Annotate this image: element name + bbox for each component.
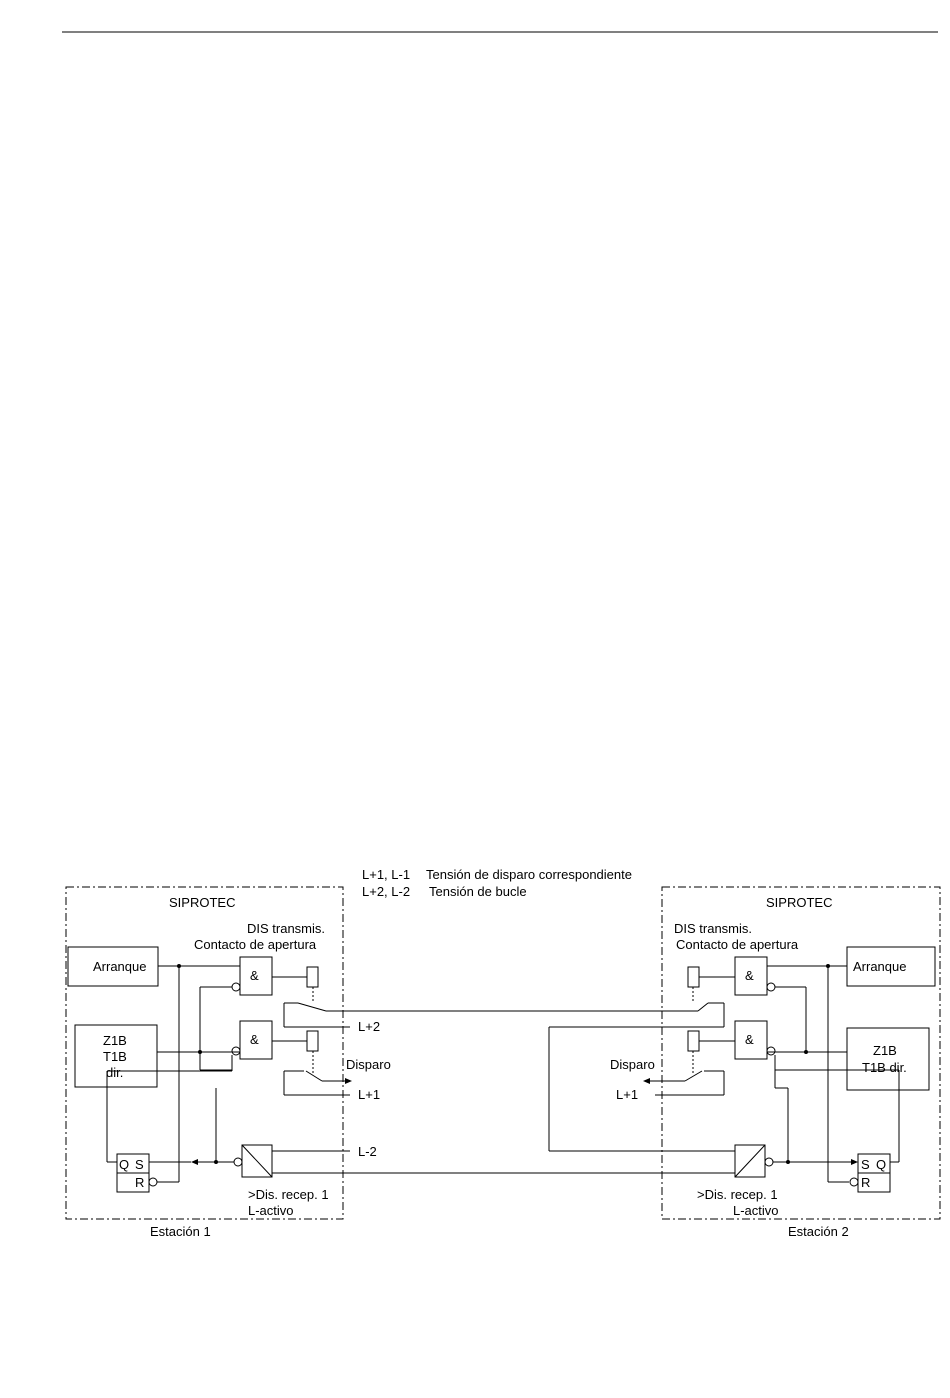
station-1-ff-r-inverter: [148, 1177, 158, 1187]
station-1-and-label-1: &: [250, 968, 259, 983]
station-2-l-plus-1: L+1: [616, 1087, 638, 1102]
station-1-zone-line-2: T1B: [103, 1049, 127, 1064]
station-1-active-label: L-activo: [248, 1203, 294, 1218]
station-1: SIPROTEC DIS transmis. Contacto de apert…: [65, 886, 391, 1239]
station-2-inverter-1: [766, 982, 776, 992]
station-1-device: SIPROTEC: [169, 895, 235, 910]
station-1-zone-line-1: Z1B: [103, 1033, 127, 1048]
station-1-pickup-box: [67, 946, 159, 987]
station-2-and-gate-2: [734, 1020, 768, 1060]
legend-text-1: Tensión de disparo correspondiente: [426, 867, 632, 882]
station-2-zone-line-1: Z1B: [873, 1043, 897, 1058]
station-1-inverter-2: [231, 1046, 241, 1056]
station-2-device: SIPROTEC: [766, 895, 832, 910]
station-2-relay-coil-1: [687, 966, 700, 988]
station-1-boundary: [65, 886, 344, 1220]
station-1-dis-transmit: DIS transmis.: [247, 921, 325, 936]
station-2-and-label-2: &: [745, 1032, 754, 1047]
station-2-ff-r-inverter: [849, 1177, 859, 1187]
station-2: SIPROTEC DIS transmis. Contacto de apert…: [610, 886, 941, 1239]
station-1-contact: Contacto de apertura: [194, 937, 317, 952]
station-2-caption: Estación 2: [788, 1224, 849, 1239]
legend-code-2: L+2, L-2: [362, 884, 410, 899]
station-1-receive-inverter: [233, 1157, 243, 1167]
station-1-l-plus-1: L+1: [358, 1087, 380, 1102]
station-1-relay-coil-1: [306, 966, 319, 988]
station-2-zone-box: [846, 1027, 930, 1091]
station-2-and-label-1: &: [745, 968, 754, 983]
station-2-ff-r: R: [861, 1175, 870, 1190]
station-2-trip-label: Disparo: [610, 1057, 655, 1072]
station-1-and-gate-1: [239, 956, 273, 996]
station-2-zone-line-2: T1B dir.: [862, 1060, 907, 1075]
station-1-l-plus-2: L+2: [358, 1019, 380, 1034]
legend-code-1: L+1, L-1: [362, 867, 410, 882]
station-2-ff-s: S: [861, 1157, 870, 1172]
station-2-contact: Contacto de apertura: [676, 937, 799, 952]
station-2-pickup-label: Arranque: [853, 959, 906, 974]
station-1-ff-s: S: [135, 1157, 144, 1172]
interconnect: [272, 1010, 735, 1174]
station-1-l-minus-2: L-2: [358, 1144, 377, 1159]
station-1-trip-label: Disparo: [346, 1057, 391, 1072]
station-2-relay-coil-2: [687, 1030, 700, 1052]
station-2-receive-label: >Dis. recep. 1: [697, 1187, 778, 1202]
station-1-and-gate-2: [239, 1020, 273, 1060]
station-1-ff-r: R: [135, 1175, 144, 1190]
station-2-receive-inverter: [764, 1157, 774, 1167]
station-2-boundary: [661, 886, 941, 1220]
station-1-caption: Estación 1: [150, 1224, 211, 1239]
legend: L+1, L-1 Tensión de disparo correspondie…: [362, 867, 632, 899]
station-2-and-gate-1: [734, 956, 768, 996]
station-1-inverter-1: [231, 982, 241, 992]
station-2-pickup-box: [846, 946, 936, 987]
station-1-relay-coil-2: [306, 1030, 319, 1052]
station-2-dis-transmit: DIS transmis.: [674, 921, 752, 936]
station-1-zone-box: [74, 1024, 158, 1088]
station-2-inverter-2: [766, 1046, 776, 1056]
station-1-zone-line-3: dir.: [106, 1065, 123, 1080]
station-1-receive-label: >Dis. recep. 1: [248, 1187, 329, 1202]
station-1-and-label-2: &: [250, 1032, 259, 1047]
station-1-ff-q: Q: [119, 1157, 129, 1172]
station-2-ff-q: Q: [876, 1157, 886, 1172]
station-2-active-label: L-activo: [733, 1203, 779, 1218]
station-1-pickup-label: Arranque: [93, 959, 146, 974]
legend-text-2: Tensión de bucle: [429, 884, 527, 899]
